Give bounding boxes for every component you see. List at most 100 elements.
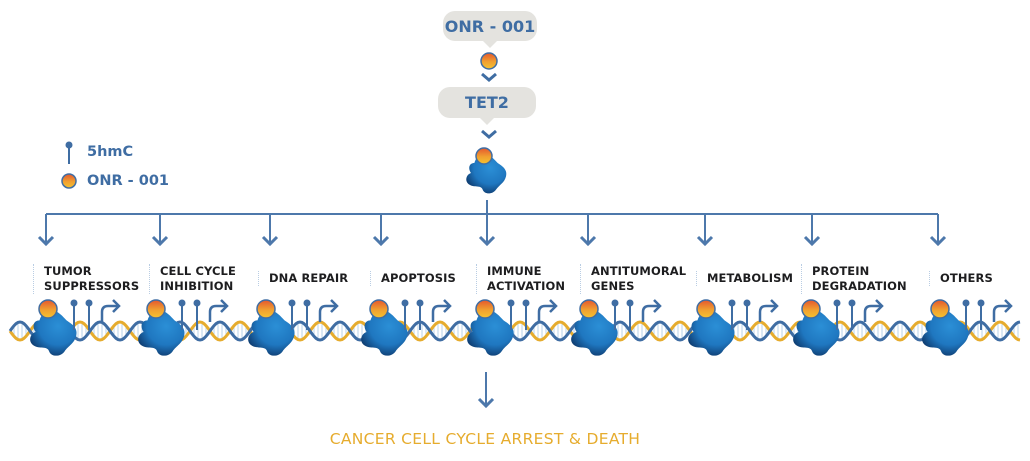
tet2-protein-icon: [793, 310, 840, 356]
target-label-line2: ACTIVATION: [487, 279, 566, 293]
5hmc-lollipop-head: [977, 299, 985, 307]
onr-001-sphere-icon: [61, 173, 77, 189]
target-label-line1: APOPTOSIS: [381, 271, 456, 285]
legend: [61, 141, 77, 189]
arrow-down-icon: [929, 235, 947, 247]
target-label-line2: SUPPRESSORS: [44, 279, 140, 293]
5hmc-lollipop-head: [743, 299, 751, 307]
target-label: OTHERS: [929, 271, 993, 286]
gene-unit: [138, 299, 229, 356]
target-label-line1: METABOLISM: [707, 271, 794, 285]
arrow-down-icon: [696, 235, 714, 247]
gene-unit: [361, 299, 452, 356]
target-label: METABOLISM: [696, 271, 793, 286]
transcription-arrow-head: [875, 299, 884, 313]
onr-001-pill-label: ONR - 001: [444, 16, 536, 36]
5hmc-lollipop-head: [611, 299, 619, 307]
gene-unit: [30, 299, 121, 356]
onr-001-sphere-icon: [801, 299, 821, 319]
target-label-line2: INHIBITION: [160, 279, 234, 293]
outcome-arrow: [477, 372, 495, 409]
target-label: DNA REPAIR: [258, 271, 348, 286]
target-label-line1: ANTITUMORAL: [591, 264, 687, 278]
onr-001-sphere-icon: [146, 299, 166, 319]
5hmc-lollipop-head: [401, 299, 409, 307]
transcription-arrow-icon: [863, 304, 881, 322]
arrow-down-icon: [477, 397, 495, 409]
target-label: APOPTOSIS: [370, 271, 456, 286]
target-label-line1: TUMOR: [44, 264, 92, 278]
arrow-down-icon: [579, 235, 597, 247]
tet2-protein-icon: [30, 310, 77, 356]
arrow-down-icon: [37, 235, 55, 247]
legend-label-onr-001: ONR - 001: [87, 173, 170, 189]
5hmc-lollipop-head: [728, 299, 736, 307]
transcription-arrow-icon: [758, 304, 776, 322]
onr-001-sphere-icon: [38, 299, 58, 319]
5hmc-lollipop-head: [178, 299, 186, 307]
5hmc-lollipop-head: [65, 141, 73, 149]
5hmc-lollipop-head: [848, 299, 856, 307]
5hmc-lollipop-head: [85, 299, 93, 307]
arrow-down-icon: [151, 235, 169, 247]
gene-unit: [793, 299, 884, 356]
5hmc-lollipop-head: [288, 299, 296, 307]
onr-001-sphere-icon: [696, 299, 716, 319]
tet2-pill-label: TET2: [465, 93, 509, 112]
transcription-arrow-icon: [100, 304, 118, 322]
onr-001-sphere-icon: [475, 299, 495, 319]
arrow-down-icon: [478, 235, 496, 247]
tet2-protein-icon: [467, 310, 514, 356]
onr-001-sphere-icon: [930, 299, 950, 319]
transcription-arrow-head: [549, 299, 558, 313]
5hmc-lollipop-head: [962, 299, 970, 307]
tet2-protein-icon: [138, 310, 185, 356]
5hmc-lollipop-head: [626, 299, 634, 307]
gene-unit: [467, 299, 558, 356]
5hmc-lollipop-head: [416, 299, 424, 307]
chevron-down-icon: [481, 129, 497, 139]
transcription-arrow-head: [1004, 299, 1013, 313]
transcription-arrow-head: [220, 299, 229, 313]
5hmc-lollipop-head: [303, 299, 311, 307]
target-label-line2: DEGRADATION: [812, 279, 907, 293]
gene-unit: [248, 299, 339, 356]
transcription-arrow-head: [653, 299, 662, 313]
transcription-arrow-icon: [431, 304, 449, 322]
tet2-pill: TET2: [438, 87, 536, 125]
transcription-arrow-head: [330, 299, 339, 313]
target-label-line1: OTHERS: [940, 271, 993, 285]
target-label-line1: CELL CYCLE: [160, 264, 236, 278]
onr-001-sphere-icon: [579, 299, 599, 319]
5hmc-lollipop-head: [833, 299, 841, 307]
target-label-line1: IMMUNE: [487, 264, 542, 278]
gene-units: [30, 299, 1013, 356]
transcription-arrow-icon: [318, 304, 336, 322]
onr-001-sphere-icon: [369, 299, 389, 319]
transcription-arrow-icon: [641, 304, 659, 322]
tet2-protein-icon: [361, 310, 408, 356]
transcription-arrow-icon: [992, 304, 1010, 322]
transcription-arrow-icon: [208, 304, 226, 322]
tet2-protein-icon: [688, 310, 735, 356]
onr-001-pill: ONR - 001: [443, 11, 537, 48]
transcription-arrow-head: [112, 299, 121, 313]
onr-001-sphere-icon: [475, 147, 493, 165]
top-flow: [466, 52, 507, 194]
arrow-down-icon: [261, 235, 279, 247]
outcome-label: CANCER CELL CYCLE ARREST & DEATH: [329, 430, 641, 448]
branch-connector: [37, 200, 947, 247]
transcription-arrow-icon: [537, 304, 555, 322]
target-label-line1: PROTEIN: [812, 264, 870, 278]
gene-unit: [922, 299, 1013, 356]
chevron-down-icon: [481, 72, 497, 82]
legend-label-5hmc: 5hmC: [87, 144, 134, 160]
tet2-protein-icon: [248, 310, 295, 356]
gene-unit: [571, 299, 662, 356]
